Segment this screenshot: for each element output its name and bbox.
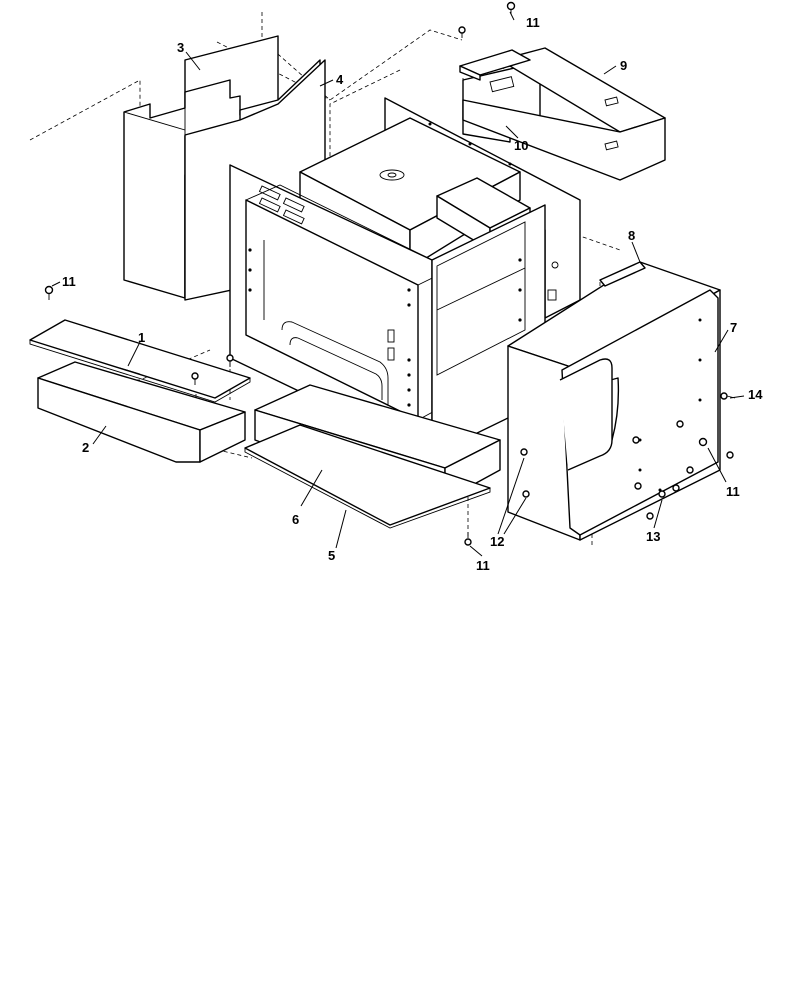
callout-11-top: 11: [526, 15, 540, 30]
screws: [44, 1, 736, 546]
callout-13: 13: [646, 529, 660, 544]
leader-lines: [51, 11, 745, 557]
part-9-top-panel: [459, 47, 666, 181]
screw-11-left: [44, 285, 54, 300]
screw-12-b: [522, 490, 530, 498]
callout-11-right: 11: [726, 484, 740, 499]
part-2-front-insulation: [37, 361, 246, 463]
callout-5: 5: [328, 548, 335, 563]
screw-11-right: [698, 437, 708, 447]
screw-11-bottom: [464, 532, 472, 546]
callout-10: 10: [514, 138, 528, 153]
callout-14: 14: [748, 387, 763, 402]
callout-9: 9: [620, 58, 627, 73]
callout-7: 7: [730, 320, 737, 335]
callout-8: 8: [628, 228, 635, 243]
callouts: 3 4 11 9 10 11 1 2 6 5 8 7 14 11 13 12 1…: [62, 15, 763, 573]
callout-11-left: 11: [62, 274, 76, 289]
callout-4: 4: [336, 72, 344, 87]
screws-13: [632, 420, 734, 520]
callout-12: 12: [490, 534, 504, 549]
callout-1: 1: [138, 330, 145, 345]
screw-14: [720, 392, 736, 400]
part-7-side-panel: [559, 289, 719, 536]
screw-11-top: [506, 1, 516, 14]
callout-3: 3: [177, 40, 184, 55]
part-5-base-plate: [244, 424, 491, 529]
screw-left-panel-a: [191, 372, 199, 385]
screw-12-a: [520, 448, 528, 456]
callout-6: 6: [292, 512, 299, 527]
callout-2: 2: [82, 440, 89, 455]
screw-left-panel-b: [226, 354, 234, 367]
screw-top-left: [458, 26, 466, 38]
callout-11-bottom: 11: [476, 558, 490, 573]
